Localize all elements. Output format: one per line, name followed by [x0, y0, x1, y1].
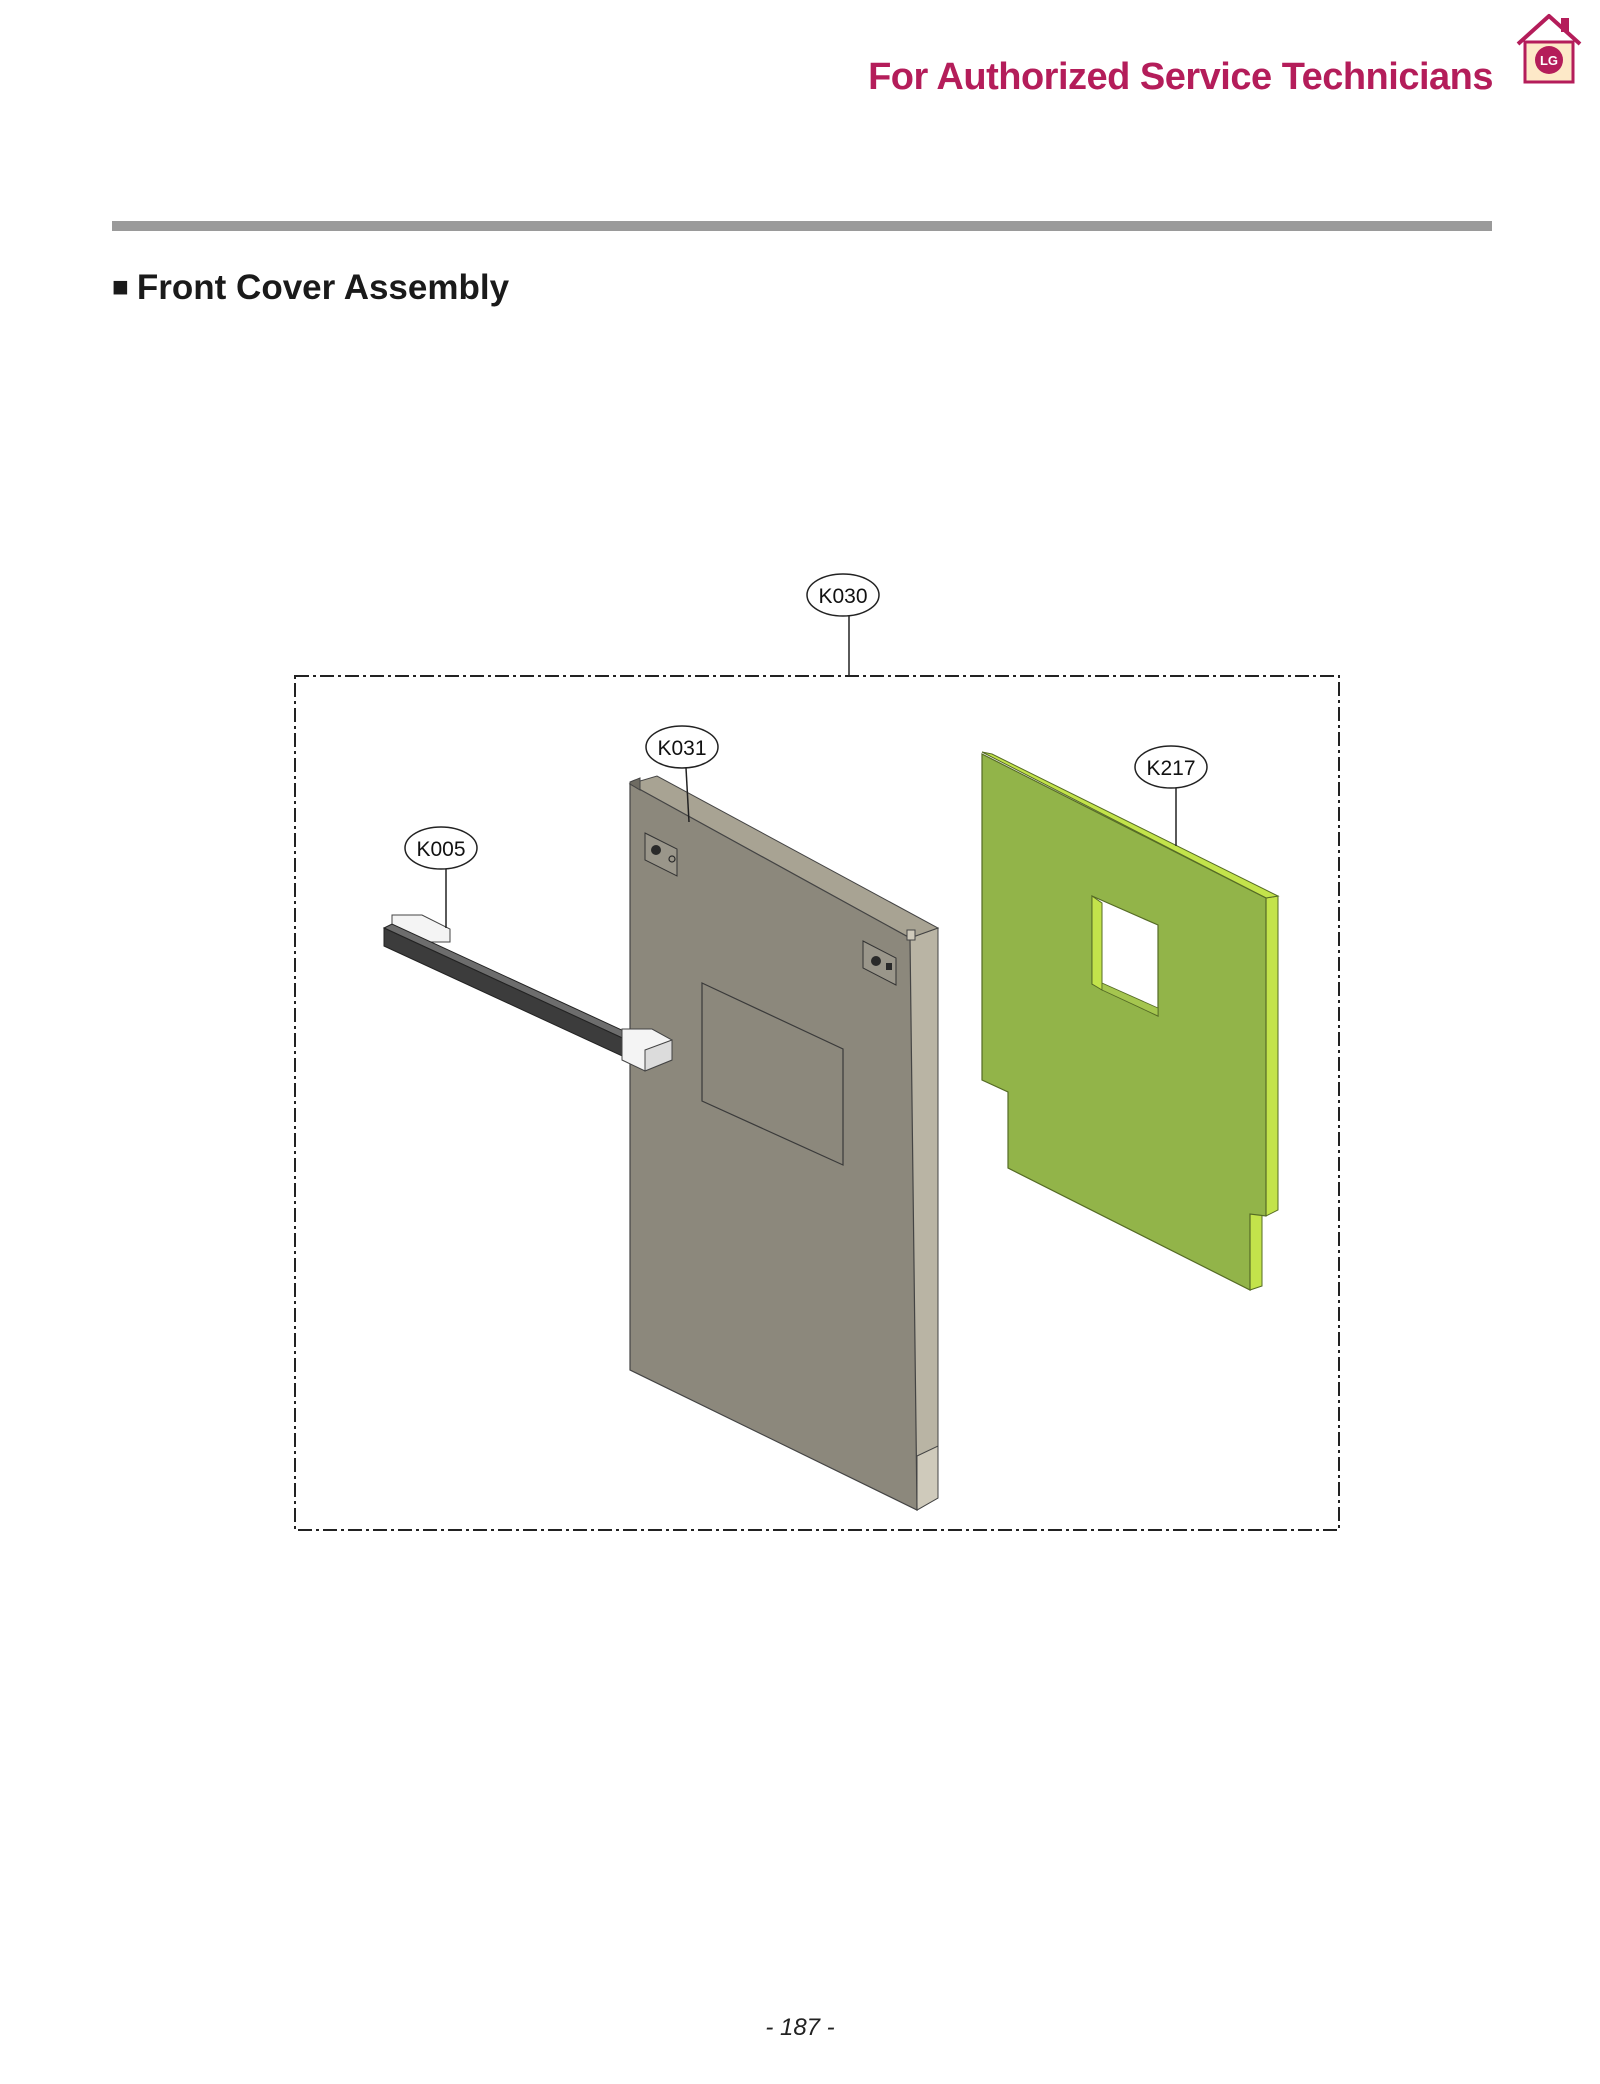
hinge-bracket-upper	[644, 832, 678, 877]
assembly-boundary	[294, 675, 1340, 1531]
hinge-bracket-lower	[862, 940, 897, 986]
front-panel-K031	[628, 775, 940, 1511]
insulation-K217	[981, 751, 1280, 1291]
callout-label-K031: K031	[657, 737, 706, 760]
section-heading: ■Front Cover Assembly	[112, 268, 509, 308]
callout-K005: K005	[404, 826, 478, 928]
header-title: For Authorized Service Technicians	[868, 56, 1493, 98]
header-divider	[112, 221, 1492, 231]
callout-label-K005: K005	[416, 838, 465, 861]
heading-bullet: ■	[112, 271, 129, 302]
section-heading-text: Front Cover Assembly	[136, 268, 510, 307]
callout-label-K030: K030	[818, 585, 867, 608]
handle-K005	[382, 914, 673, 1072]
callout-K031: K031	[645, 725, 719, 823]
page-number: - 187 -	[765, 2014, 835, 2041]
callout-K030: K030	[806, 573, 880, 676]
svg-text:LG: LG	[1540, 53, 1558, 68]
callout-K217: K217	[1134, 745, 1208, 846]
callout-label-K217: K217	[1146, 757, 1195, 780]
lg-home-logo-icon: LG	[1512, 10, 1586, 88]
